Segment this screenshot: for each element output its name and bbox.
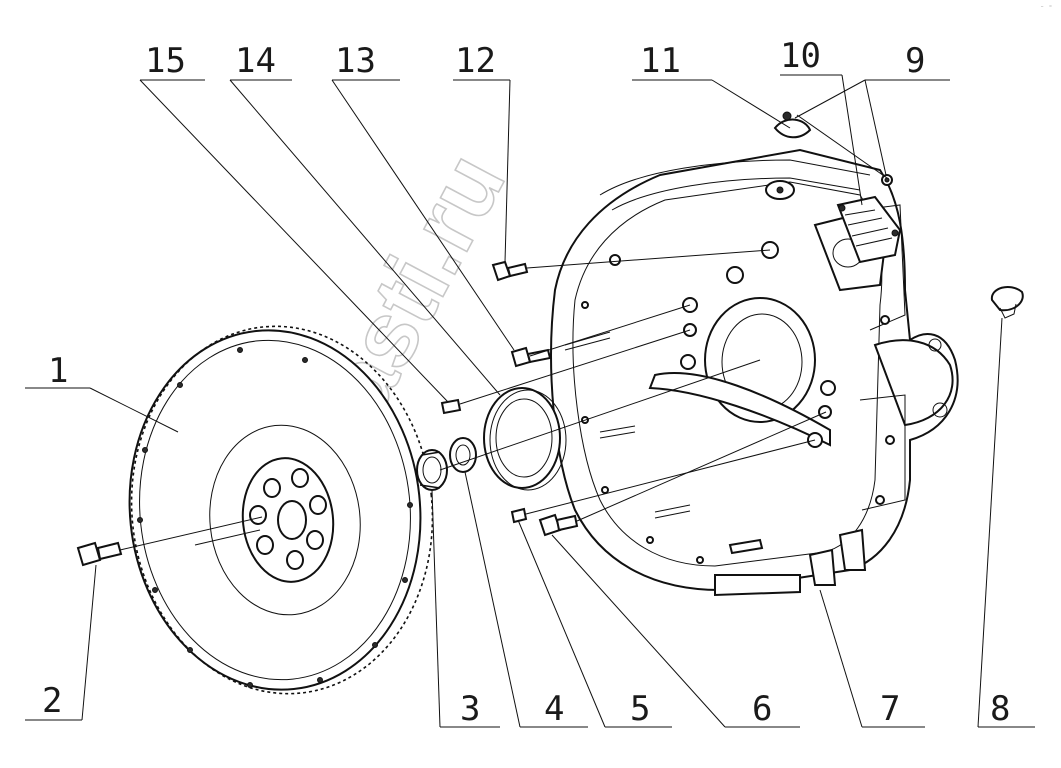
cover-bolts [881,174,893,186]
corner-mark: ⁻ ⁼ [1040,4,1053,12]
callout-11: 11 [640,41,681,81]
upper-bolt [491,260,529,282]
housing-bolt [538,513,579,537]
callout-1: 1 [48,351,68,391]
callout-10: 10 [780,36,821,76]
callout-8: 8 [990,689,1010,729]
upper-housing-bolt [510,346,552,368]
callout-4: 4 [544,689,564,729]
pin [440,398,462,415]
cap [773,111,812,139]
callout-15: 15 [145,41,186,81]
callout-9: 9 [905,41,925,81]
callout-12: 12 [455,41,496,81]
leader-lines [25,74,1035,728]
flywheel-bolt [76,541,123,567]
flywheel [128,325,434,695]
callout-2: 2 [42,681,62,721]
callout-3: 3 [460,689,480,729]
seal-ring [449,437,477,473]
ring-gear-bearing [416,449,448,491]
flywheel-hub-bolts [249,468,327,570]
callout-14: 14 [235,41,276,81]
callout-13: 13 [335,41,376,81]
flywheel-perimeter-holes [137,347,413,688]
inspection-cover [836,195,902,264]
plug [990,285,1024,319]
seal-retainer [483,387,567,491]
assembly-lines [119,114,888,551]
callout-6: 6 [752,689,772,729]
callout-5: 5 [630,689,650,729]
callout-labels: 1 2 3 4 5 6 7 8 9 10 11 12 13 14 15 [42,36,1010,729]
flywheel-housing [550,148,959,597]
dowel-pin [510,507,528,524]
callout-7: 7 [880,689,900,729]
